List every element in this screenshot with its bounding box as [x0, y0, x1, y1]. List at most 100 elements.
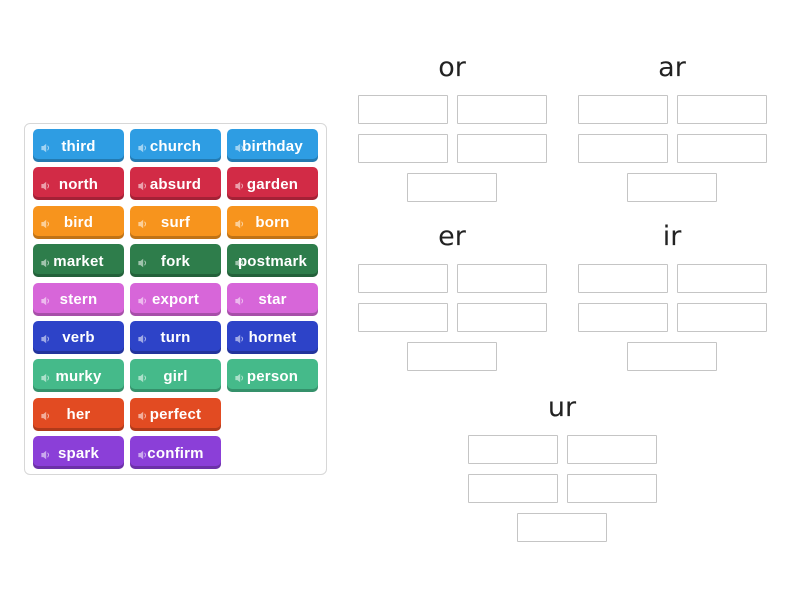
speaker-icon: [40, 409, 51, 421]
speaker-icon: [40, 370, 51, 383]
speaker-icon: [234, 178, 245, 191]
tile-row: stern export star: [33, 282, 318, 316]
word-tile-label: turn: [160, 329, 191, 347]
tile-row: third church birthday: [33, 129, 318, 162]
word-tile-murky[interactable]: murky: [33, 359, 124, 393]
drop-slot-ur-1[interactable]: [467, 435, 558, 464]
speaker-icon: [137, 217, 148, 229]
category-group-or: or: [357, 52, 547, 202]
speaker-icon: [137, 294, 148, 306]
tile-row: north absurd garden: [33, 167, 318, 201]
word-tile-label: her: [66, 406, 91, 424]
word-tile-stern[interactable]: stern: [33, 282, 124, 316]
word-tile-absurd[interactable]: absurd: [130, 167, 221, 201]
word-tile-label: north: [58, 175, 99, 193]
drop-slot-ar-2[interactable]: [676, 95, 767, 124]
word-tile-label: export: [151, 291, 200, 308]
tile-row: murky girl person: [33, 359, 318, 393]
tile-row: bird surf born: [33, 205, 318, 239]
word-tile-label: surf: [160, 214, 191, 232]
category-group-ur: ur: [467, 392, 657, 542]
word-bank: third church birthday north: [24, 123, 327, 475]
word-tile-third[interactable]: third: [33, 129, 124, 162]
word-tile-turn[interactable]: turn: [130, 320, 221, 354]
word-tile-confirm[interactable]: confirm: [130, 436, 221, 469]
word-tile-label: bird: [63, 214, 94, 232]
tile-row: spark confirm: [33, 436, 318, 469]
tile-row: market fork postmark: [33, 244, 318, 278]
word-tile-girl[interactable]: girl: [130, 359, 221, 393]
drop-slot-or-4[interactable]: [456, 134, 547, 163]
word-tile-label: spark: [57, 444, 100, 462]
drop-slot-ar-3[interactable]: [577, 134, 668, 163]
speaker-icon: [40, 217, 51, 229]
drop-slot-or-5[interactable]: [407, 173, 497, 202]
word-tile-north[interactable]: north: [33, 167, 124, 201]
word-tile-label: postmark: [237, 252, 308, 270]
word-tile-born[interactable]: born: [227, 205, 318, 239]
drop-slot-or-1[interactable]: [357, 95, 448, 124]
word-tile-garden[interactable]: garden: [227, 167, 318, 201]
drop-slot-er-2[interactable]: [456, 264, 547, 293]
speaker-icon: [137, 332, 148, 344]
speaker-icon: [40, 294, 51, 306]
word-tile-church[interactable]: church: [130, 129, 221, 162]
word-tile-label: birthday: [242, 137, 303, 155]
word-tile-star[interactable]: star: [227, 282, 318, 316]
category-label-ar: ar: [658, 52, 686, 83]
word-tile-label: absurd: [149, 175, 202, 193]
word-tile-export[interactable]: export: [130, 282, 221, 316]
word-tile-person[interactable]: person: [227, 359, 318, 393]
word-tile-postmark[interactable]: postmark: [227, 244, 318, 278]
speaker-icon: [40, 447, 51, 459]
speaker-icon: [234, 370, 245, 383]
word-tile-spark[interactable]: spark: [33, 436, 124, 469]
word-tile-market[interactable]: market: [33, 244, 124, 278]
drop-slot-ur-4[interactable]: [566, 474, 657, 503]
word-tile-perfect[interactable]: perfect: [130, 397, 221, 431]
drop-slot-ar-1[interactable]: [577, 95, 668, 124]
word-tile-label: girl: [163, 367, 188, 385]
word-tile-label: confirm: [147, 444, 204, 462]
drop-slot-er-4[interactable]: [456, 303, 547, 332]
category-label-ir: ir: [662, 221, 682, 252]
word-tile-verb[interactable]: verb: [33, 320, 124, 354]
speaker-icon: [234, 217, 245, 229]
drop-slot-er-1[interactable]: [357, 264, 448, 293]
speaker-icon: [40, 140, 51, 152]
word-tile-label: person: [246, 367, 299, 385]
speaker-icon: [137, 409, 148, 421]
speaker-icon: [40, 332, 51, 344]
word-tile-label: third: [61, 137, 96, 155]
drop-slot-or-2[interactable]: [456, 95, 547, 124]
category-label-or: or: [438, 52, 466, 83]
drop-slot-ir-4[interactable]: [676, 303, 767, 332]
word-tile-hornet[interactable]: hornet: [227, 320, 318, 354]
drop-slot-ar-5[interactable]: [627, 173, 717, 202]
word-tile-surf[interactable]: surf: [130, 205, 221, 239]
word-tile-label: market: [53, 252, 104, 270]
drop-slot-ur-2[interactable]: [566, 435, 657, 464]
word-tile-birthday[interactable]: birthday: [227, 129, 318, 162]
drop-slot-or-3[interactable]: [357, 134, 448, 163]
word-tile-label: murky: [55, 367, 102, 385]
word-tile-label: stern: [59, 291, 98, 308]
drop-slot-ar-4[interactable]: [676, 134, 767, 163]
drop-slot-ur-5[interactable]: [517, 513, 607, 542]
tile-row: her perfect: [33, 397, 318, 431]
drop-slot-er-3[interactable]: [357, 303, 448, 332]
word-tile-fork[interactable]: fork: [130, 244, 221, 278]
word-tile-her[interactable]: her: [33, 397, 124, 431]
word-tile-label: garden: [246, 175, 299, 193]
drop-slot-ir-1[interactable]: [577, 264, 668, 293]
speaker-icon: [137, 140, 148, 152]
word-tile-label: church: [149, 137, 202, 155]
drop-slot-ir-5[interactable]: [627, 342, 717, 371]
drop-slot-ur-3[interactable]: [467, 474, 558, 503]
drop-slot-ir-3[interactable]: [577, 303, 668, 332]
drop-slot-ir-2[interactable]: [676, 264, 767, 293]
word-tile-bird[interactable]: bird: [33, 205, 124, 239]
drop-slot-er-5[interactable]: [407, 342, 497, 371]
category-label-ur: ur: [547, 392, 577, 423]
